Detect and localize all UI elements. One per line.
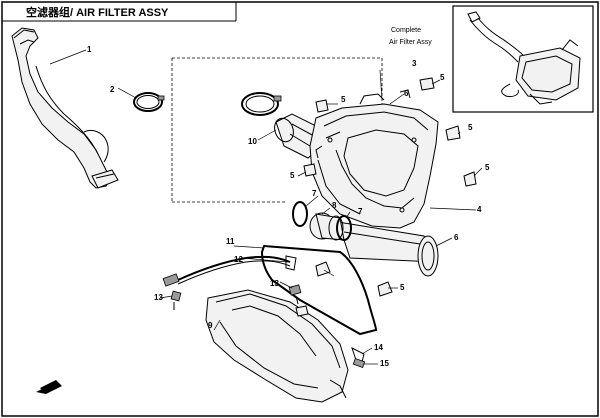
drain-plug [351, 347, 366, 369]
callout-13b: 13 [270, 279, 279, 288]
callout-4: 4 [477, 205, 482, 214]
callout-11: 11 [226, 237, 235, 246]
inset-label-line1: Complete [391, 27, 421, 34]
callout-numbers: 1 2 3 4 5 5 5 5 5 5 6 6 7 7 8 9 10 11 12… [87, 45, 490, 368]
diagram-title: 空滤器组/ AIR FILTER ASSY [26, 5, 169, 19]
inset-label-line2: Air Filter Assy [389, 39, 432, 46]
callout-5a: 5 [341, 95, 346, 104]
inset-assembly-sketch [467, 11, 581, 105]
leader-lines [49, 49, 483, 365]
assembly-boundary-dashed [172, 57, 383, 104]
callout-9: 9 [208, 321, 213, 330]
callout-2: 2 [110, 85, 115, 94]
filter-element-cylinder [337, 221, 439, 277]
air-box-lower-housing [205, 289, 349, 403]
callout-6a: 6 [404, 89, 409, 98]
gasket-seal [260, 244, 378, 336]
intake-duct [11, 27, 119, 189]
air-box-upper-housing [309, 89, 439, 229]
callout-7b: 7 [358, 207, 363, 216]
callout-3: 3 [412, 59, 417, 68]
callout-5e: 5 [290, 171, 295, 180]
mounting-fasteners [295, 77, 477, 317]
duct-clamp [133, 92, 165, 112]
coupling-clamps [292, 201, 352, 241]
callout-5d: 5 [485, 163, 490, 172]
callout-8: 8 [332, 201, 337, 210]
callout-5b: 5 [440, 73, 445, 82]
callout-13a: 13 [154, 293, 163, 302]
callout-14: 14 [374, 343, 383, 352]
callout-10: 10 [248, 137, 257, 146]
inset-frame [452, 5, 594, 113]
front-direction-arrow [36, 380, 62, 394]
callout-12: 12 [234, 255, 243, 264]
callout-6b: 6 [454, 233, 459, 242]
callout-1: 1 [87, 45, 92, 54]
callout-5f: 5 [400, 283, 405, 292]
callout-5c: 5 [468, 123, 473, 132]
callout-7a: 7 [312, 189, 317, 198]
callout-15: 15 [380, 359, 389, 368]
small-clips [170, 284, 302, 310]
